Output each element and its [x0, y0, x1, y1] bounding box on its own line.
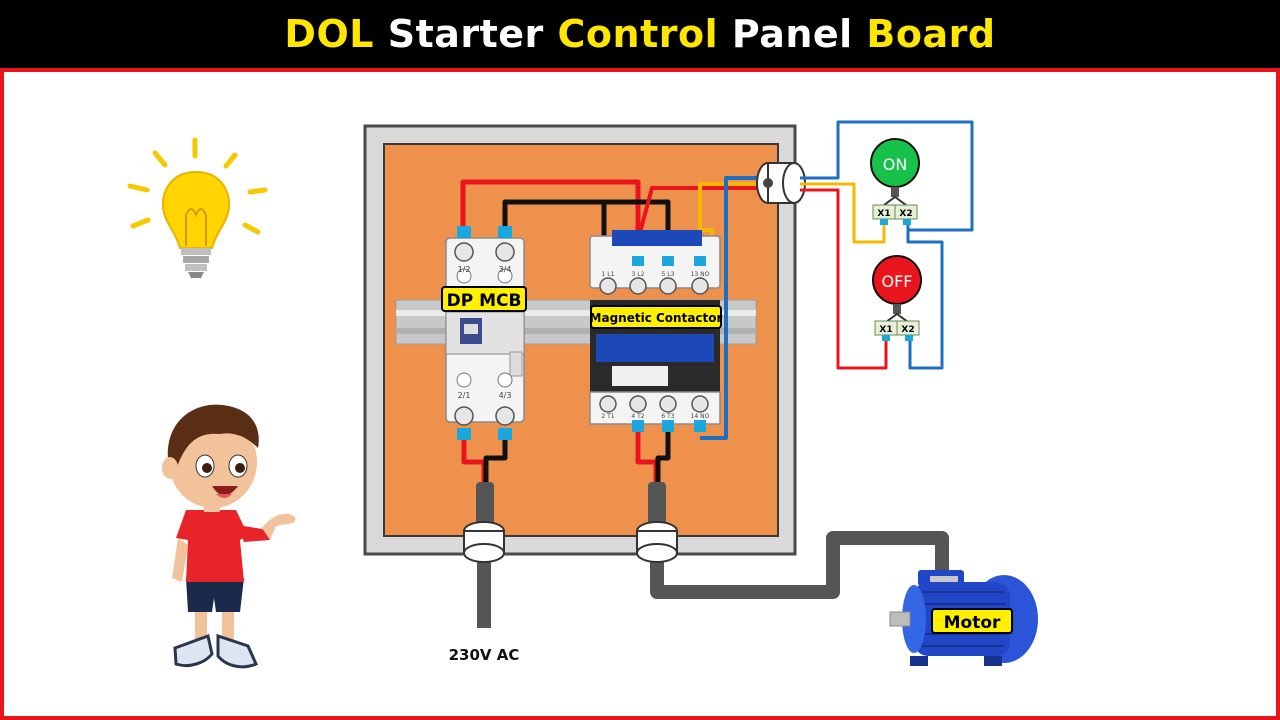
contactor-terminal-top-1: 1 L1	[602, 271, 615, 278]
supply-cable	[476, 482, 494, 628]
off-button-x1: X1	[879, 325, 892, 335]
motor-label-text: Motor	[944, 613, 1001, 633]
contactor-label: Magnetic Contactor	[590, 305, 723, 329]
on-button-x1: X1	[877, 209, 890, 219]
mcb-label: DP MCB	[441, 286, 527, 312]
motor-cable	[648, 482, 949, 599]
title-word-board: Board	[866, 12, 996, 56]
contactor-terminal-top-2: 3 L2	[632, 271, 645, 278]
off-button-label: OFF	[882, 272, 913, 291]
title-word-panel: Panel	[731, 12, 853, 56]
cable-gland-motor	[636, 521, 678, 563]
pushbutton-wiring	[800, 120, 974, 370]
dp-mcb: 1/2 3/4 2/1 4/3	[445, 226, 525, 440]
page-title: DOL Starter Control Panel Board	[284, 12, 995, 56]
cable-gland-supply	[463, 521, 505, 563]
contactor-terminal-bottom-3: 6 T3	[661, 413, 674, 420]
motor	[889, 570, 1038, 666]
contactor-terminal-screws	[599, 277, 709, 413]
boy-character	[162, 404, 296, 669]
mcb-terminal-top-right: 3/4	[499, 265, 512, 274]
cable-gland-control	[756, 162, 806, 204]
title-word-dol: DOL	[284, 12, 374, 56]
off-button-x2: X2	[901, 325, 914, 335]
contactor-terminal-bottom-4: 14 NO	[691, 413, 710, 420]
contactor-terminal-top-4: 13 NO	[691, 271, 710, 278]
on-button-label: ON	[883, 155, 908, 174]
title-word-starter: Starter	[387, 12, 544, 56]
light-bulb-icon	[127, 137, 268, 278]
off-push-button: OFF X1 X2	[872, 255, 922, 341]
mcb-label-text: DP MCB	[447, 291, 522, 311]
supply-label: 230V AC	[449, 646, 520, 664]
motor-label: Motor	[931, 608, 1013, 634]
mcb-terminal-bottom-right: 4/3	[499, 391, 512, 400]
on-push-button: ON X1 X2	[870, 138, 920, 225]
title-word-control: Control	[557, 12, 719, 56]
mcb-terminal-bottom-left: 2/1	[458, 391, 471, 400]
contactor-label-text: Magnetic Contactor	[590, 311, 723, 325]
contactor-terminal-bottom-1: 2 T1	[601, 413, 614, 420]
contactor-terminal-top-3: 5 L3	[662, 271, 675, 278]
contactor-terminal-bottom-2: 4 T2	[631, 413, 644, 420]
magnetic-contactor: 1 L1 3 L2 5 L3 13 NO 2 T1 4 T2 6 T3 14 N…	[589, 230, 721, 432]
title-bar: DOL Starter Control Panel Board	[0, 0, 1280, 72]
on-button-x2: X2	[899, 209, 912, 219]
mcb-terminal-screws	[454, 242, 515, 426]
mcb-terminal-top-left: 1/2	[458, 265, 471, 274]
